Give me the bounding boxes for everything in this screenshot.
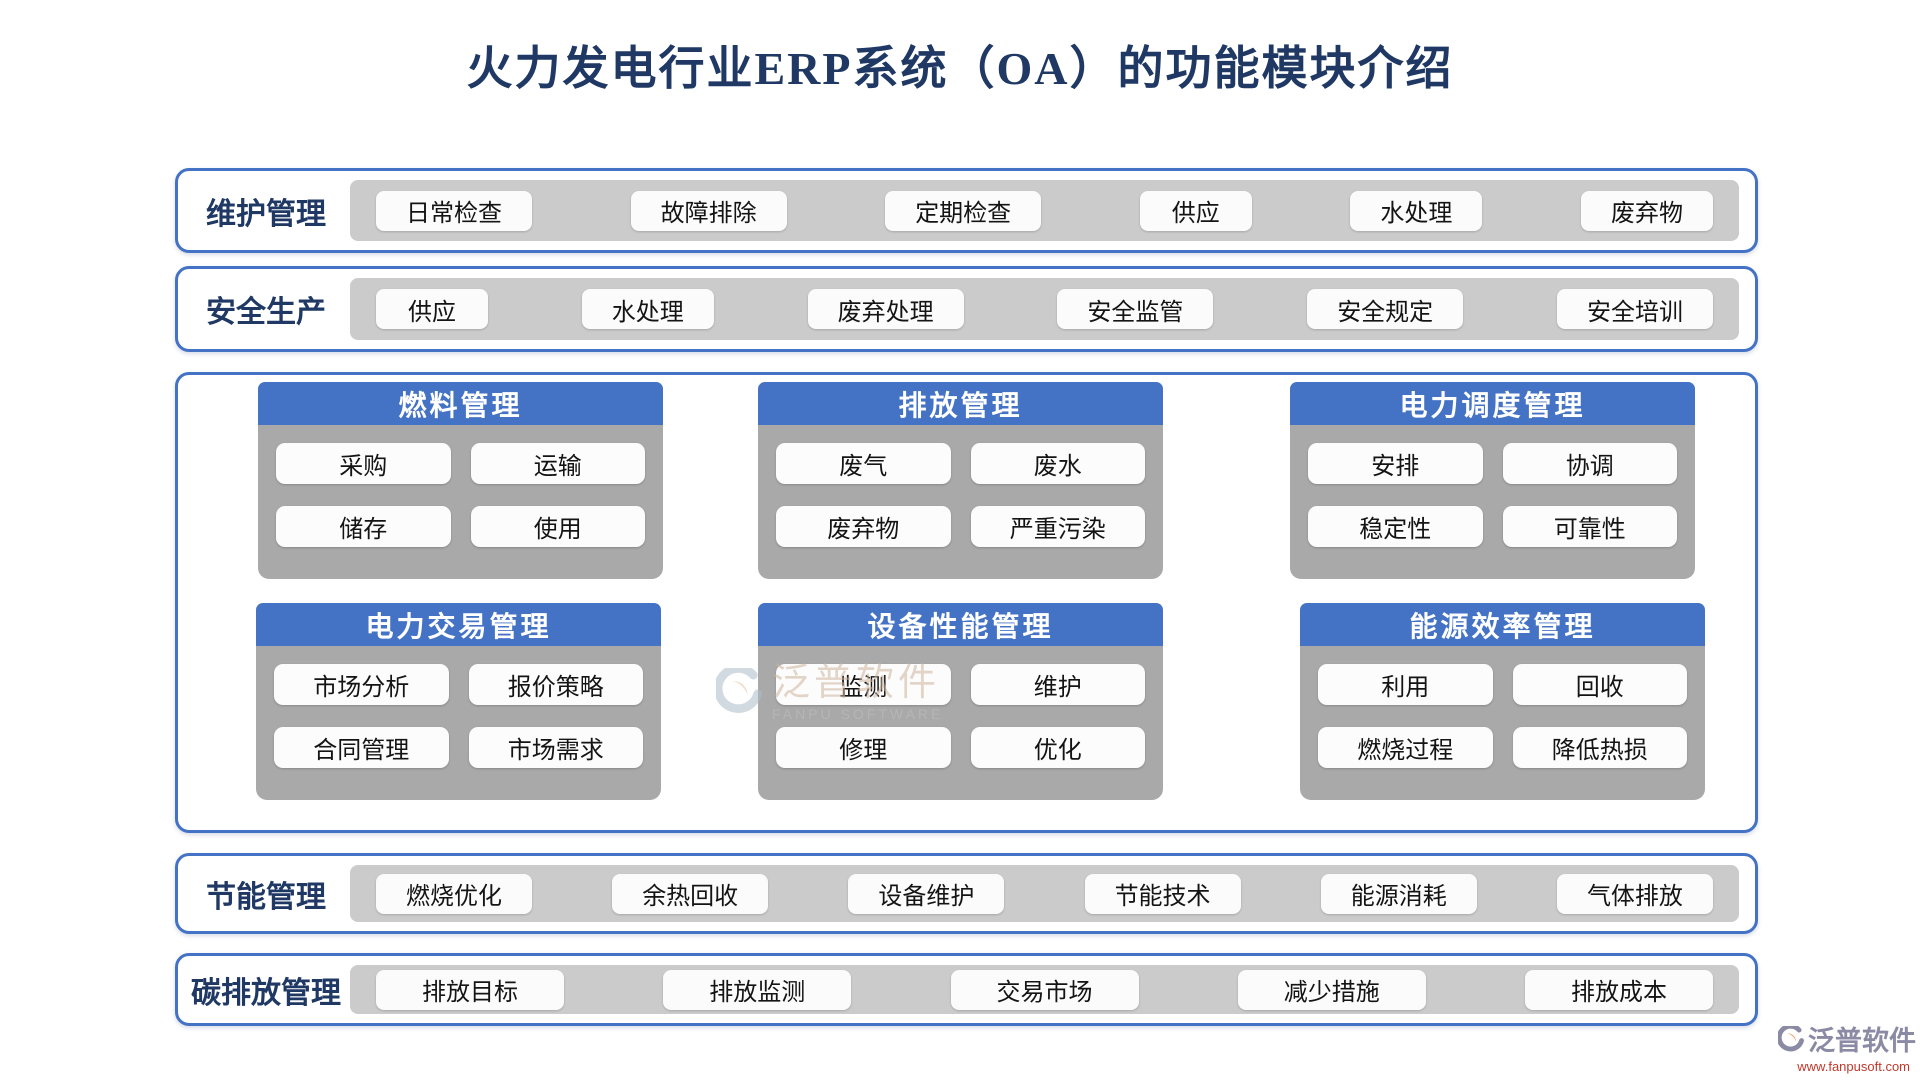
band-tray: 日常检查 故障排除 定期检查 供应 水处理 废弃物 bbox=[350, 180, 1739, 241]
band-tray: 供应 水处理 废弃处理 安全监管 安全规定 安全培训 bbox=[350, 278, 1739, 340]
module-pill[interactable]: 水处理 bbox=[581, 289, 714, 329]
card-module-button[interactable]: 废水 bbox=[970, 443, 1145, 484]
fanpu-logo-icon bbox=[1776, 1023, 1804, 1057]
module-pill[interactable]: 安全规定 bbox=[1307, 289, 1464, 329]
card-module-button[interactable]: 采购 bbox=[276, 443, 451, 484]
card-title: 燃料管理 bbox=[258, 382, 663, 425]
band-maintenance-management: 维护管理 日常检查 故障排除 定期检查 供应 水处理 废弃物 bbox=[175, 168, 1758, 253]
card-module-button[interactable]: 报价策略 bbox=[468, 664, 643, 705]
card-module-button[interactable]: 运输 bbox=[470, 443, 645, 484]
card-title: 能源效率管理 bbox=[1300, 603, 1705, 646]
card-body: 安排协调稳定性可靠性 bbox=[1290, 425, 1695, 579]
module-pill[interactable]: 余热回收 bbox=[612, 873, 769, 914]
module-pill[interactable]: 废弃处理 bbox=[807, 289, 964, 329]
card-module-button[interactable]: 储存 bbox=[276, 506, 451, 547]
module-pill[interactable]: 日常检查 bbox=[376, 190, 532, 231]
module-pill[interactable]: 供应 bbox=[1139, 190, 1252, 231]
module-pill[interactable]: 安全培训 bbox=[1556, 289, 1713, 329]
card-module-button[interactable]: 市场需求 bbox=[468, 727, 643, 768]
card-body: 监测维护修理优化 bbox=[758, 646, 1163, 800]
band-safety-production: 安全生产 供应 水处理 废弃处理 安全监管 安全规定 安全培训 bbox=[175, 266, 1758, 352]
card-power-dispatch-management: 电力调度管理 安排协调稳定性可靠性 bbox=[1290, 382, 1695, 579]
band-tray: 燃烧优化 余热回收 设备维护 节能技术 能源消耗 气体排放 bbox=[350, 865, 1739, 922]
module-pill[interactable]: 安全监管 bbox=[1057, 289, 1214, 329]
card-title: 电力调度管理 bbox=[1290, 382, 1695, 425]
card-power-trading-management: 电力交易管理 市场分析报价策略合同管理市场需求 bbox=[256, 603, 661, 800]
card-title: 电力交易管理 bbox=[256, 603, 661, 646]
band-label: 节能管理 bbox=[206, 880, 326, 914]
card-module-button[interactable]: 可靠性 bbox=[1502, 506, 1677, 547]
module-hub: 燃料管理 采购运输储存使用 排放管理 废气废水废弃物严重污染 电力调度管理 安排… bbox=[175, 372, 1758, 833]
card-body: 废气废水废弃物严重污染 bbox=[758, 425, 1163, 579]
card-body: 利用回收燃烧过程降低热损 bbox=[1300, 646, 1705, 800]
band-label: 碳排放管理 bbox=[191, 976, 341, 1010]
card-module-button[interactable]: 使用 bbox=[470, 506, 645, 547]
module-pill[interactable]: 燃烧优化 bbox=[376, 873, 532, 914]
band-energy-saving-management: 节能管理 燃烧优化 余热回收 设备维护 节能技术 能源消耗 气体排放 bbox=[175, 853, 1758, 934]
card-title: 设备性能管理 bbox=[758, 603, 1163, 646]
card-emission-management: 排放管理 废气废水废弃物严重污染 bbox=[758, 382, 1163, 579]
module-pill[interactable]: 排放目标 bbox=[376, 969, 564, 1010]
band-label: 维护管理 bbox=[206, 197, 326, 231]
watermark-url-text: www.fanpusoft.com bbox=[1797, 1059, 1910, 1074]
card-title: 排放管理 bbox=[758, 382, 1163, 425]
watermark-brand-text: 泛普软件 bbox=[1808, 1026, 1916, 1056]
card-module-button[interactable]: 协调 bbox=[1502, 443, 1677, 484]
module-pill[interactable]: 节能技术 bbox=[1084, 873, 1241, 914]
card-module-button[interactable]: 市场分析 bbox=[274, 664, 449, 705]
page-title: 火力发电行业ERP系统（OA）的功能模块介绍 bbox=[466, 43, 1454, 94]
module-pill[interactable]: 能源消耗 bbox=[1320, 873, 1477, 914]
band-carbon-emission-management: 碳排放管理 排放目标 排放监测 交易市场 减少措施 排放成本 bbox=[175, 953, 1758, 1026]
module-pill[interactable]: 故障排除 bbox=[630, 190, 787, 231]
module-pill[interactable]: 废弃物 bbox=[1580, 190, 1713, 231]
card-module-button[interactable]: 降低热损 bbox=[1512, 727, 1687, 768]
card-module-button[interactable]: 回收 bbox=[1512, 664, 1687, 705]
band-label: 安全生产 bbox=[206, 296, 326, 329]
card-module-button[interactable]: 修理 bbox=[776, 727, 951, 768]
card-module-button[interactable]: 优化 bbox=[970, 727, 1145, 768]
module-pill[interactable]: 气体排放 bbox=[1556, 873, 1713, 914]
module-pill[interactable]: 供应 bbox=[376, 289, 488, 329]
card-module-button[interactable]: 废弃物 bbox=[776, 506, 951, 547]
card-equipment-performance-management: 设备性能管理 监测维护修理优化 bbox=[758, 603, 1163, 800]
card-body: 采购运输储存使用 bbox=[258, 425, 663, 579]
card-body: 市场分析报价策略合同管理市场需求 bbox=[256, 646, 661, 800]
card-module-button[interactable]: 燃烧过程 bbox=[1318, 727, 1493, 768]
module-pill[interactable]: 减少措施 bbox=[1237, 969, 1426, 1010]
module-pill[interactable]: 设备维护 bbox=[848, 873, 1005, 914]
module-pill[interactable]: 排放监测 bbox=[663, 969, 852, 1010]
card-module-button[interactable]: 维护 bbox=[970, 664, 1145, 705]
corner-watermark: 泛普软件 www.fanpusoft.com bbox=[1776, 1023, 1916, 1074]
card-energy-efficiency-management: 能源效率管理 利用回收燃烧过程降低热损 bbox=[1300, 603, 1705, 800]
module-pill[interactable]: 定期检查 bbox=[885, 190, 1042, 231]
card-module-button[interactable]: 利用 bbox=[1318, 664, 1493, 705]
card-module-button[interactable]: 废气 bbox=[776, 443, 951, 484]
band-tray: 排放目标 排放监测 交易市场 减少措施 排放成本 bbox=[350, 965, 1739, 1014]
card-module-button[interactable]: 监测 bbox=[776, 664, 951, 705]
card-module-button[interactable]: 严重污染 bbox=[970, 506, 1145, 547]
module-pill[interactable]: 水处理 bbox=[1350, 190, 1483, 231]
card-module-button[interactable]: 安排 bbox=[1308, 443, 1483, 484]
card-module-button[interactable]: 稳定性 bbox=[1308, 506, 1483, 547]
card-fuel-management: 燃料管理 采购运输储存使用 bbox=[258, 382, 663, 579]
module-pill[interactable]: 排放成本 bbox=[1525, 969, 1713, 1010]
module-pill[interactable]: 交易市场 bbox=[950, 969, 1139, 1010]
card-module-button[interactable]: 合同管理 bbox=[274, 727, 449, 768]
